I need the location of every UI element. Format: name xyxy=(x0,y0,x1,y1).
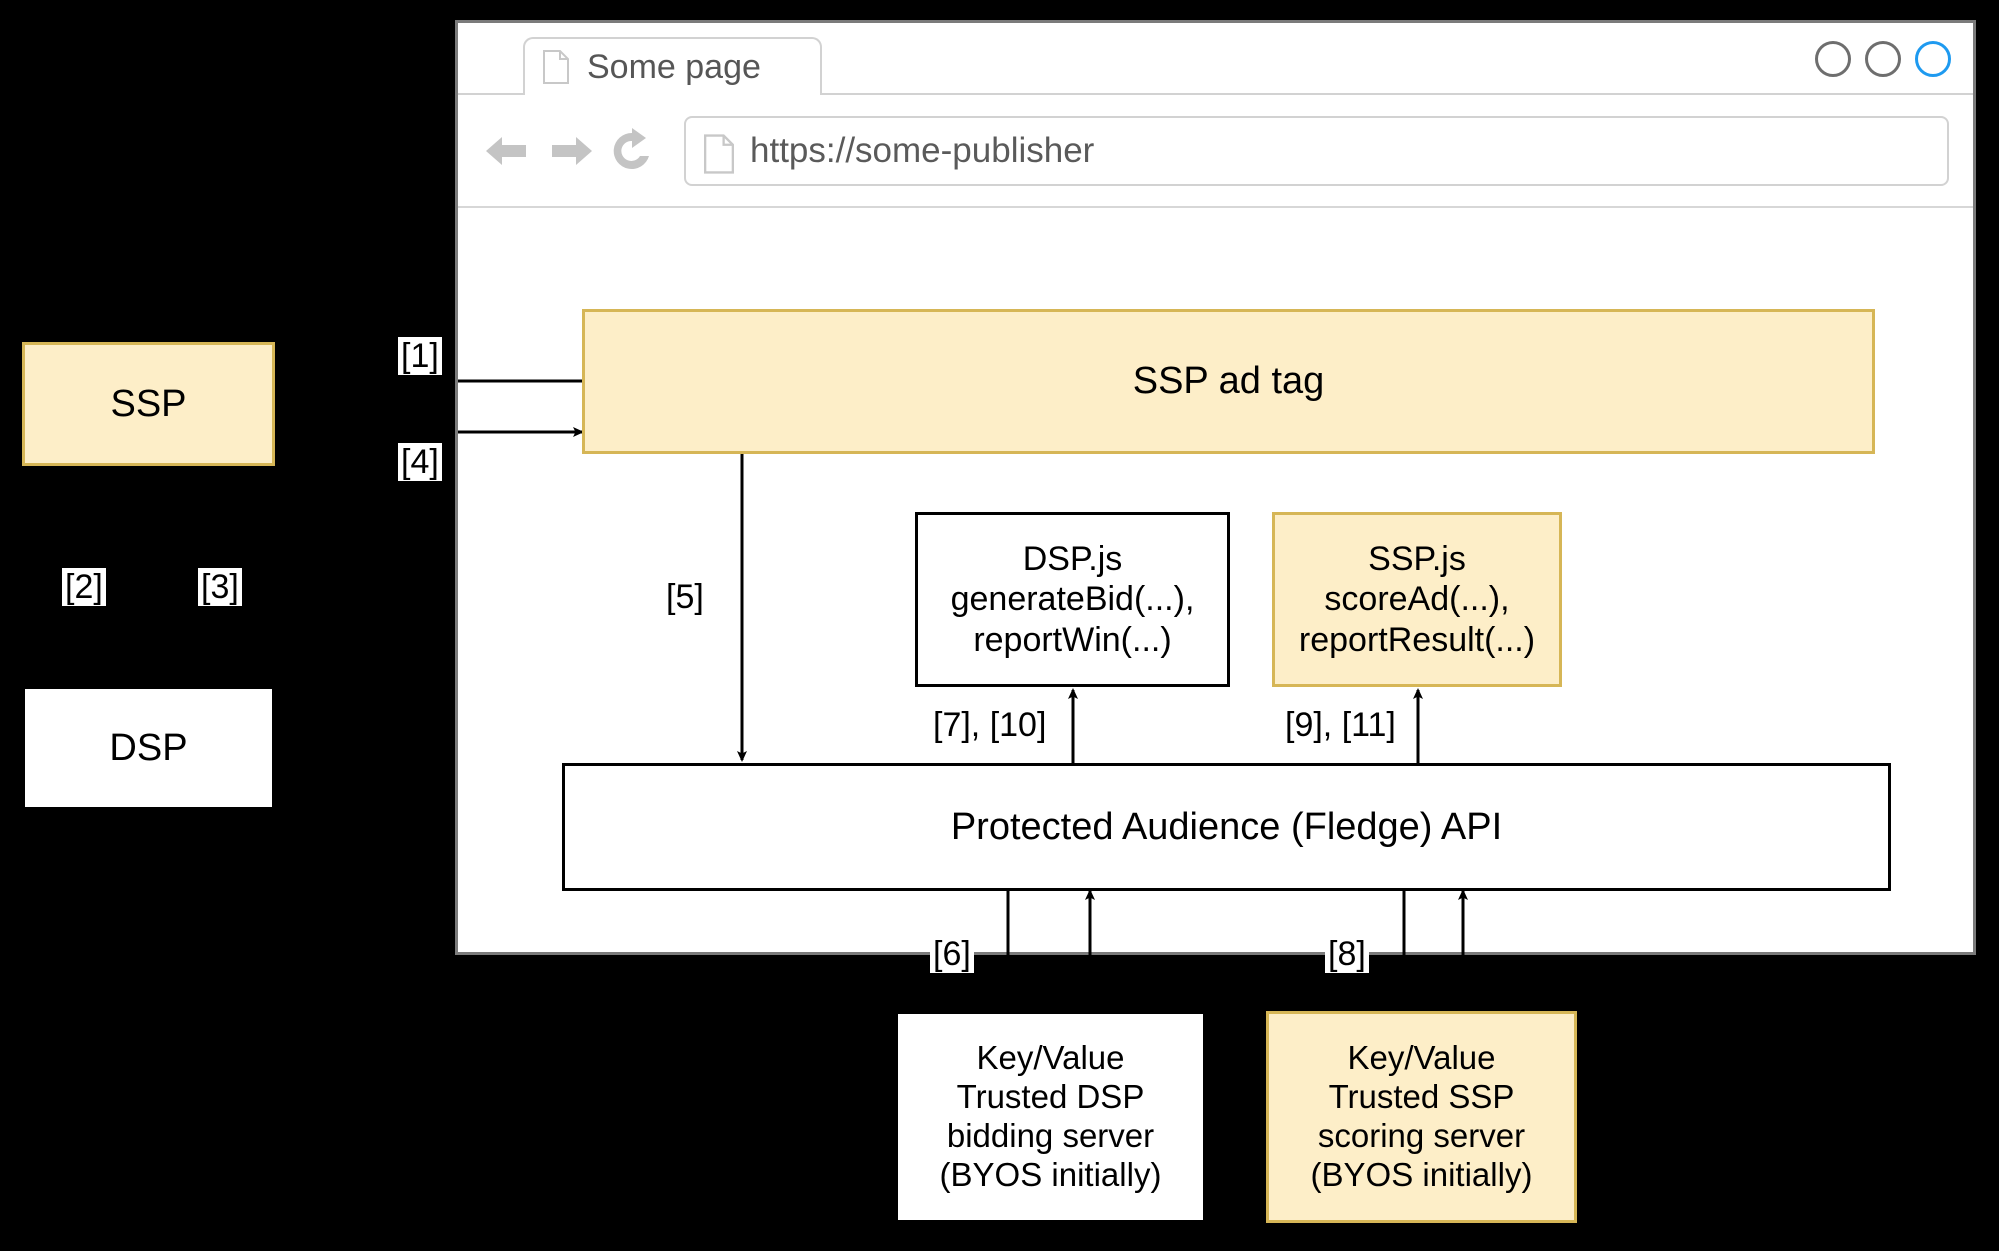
node-dsp-js-line3: reportWin(...) xyxy=(973,620,1172,659)
node-kv-dsp-line2: Trusted DSP xyxy=(956,1078,1145,1116)
window-controls xyxy=(1815,41,1951,77)
node-kv-ssp-line4: (BYOS initially) xyxy=(1310,1155,1533,1193)
node-kv-trusted-ssp-scoring-server[interactable]: Key/Value Trusted SSP scoring server (BY… xyxy=(1266,1011,1577,1223)
node-dsp-js[interactable]: DSP.js generateBid(...), reportWin(...) xyxy=(915,512,1230,687)
node-kv-dsp-line3: bidding server xyxy=(946,1117,1155,1154)
browser-url-bar[interactable]: https://some-publisher xyxy=(684,115,1949,186)
step-label-8: [8] xyxy=(1325,935,1369,973)
browser-tab-title: Some page xyxy=(587,47,761,86)
minimize-circle[interactable] xyxy=(1815,41,1851,77)
node-dsp-js-line2: generateBid(...), xyxy=(950,580,1195,619)
step-label-4: [4] xyxy=(398,443,442,481)
node-kv-ssp-line2: Trusted SSP xyxy=(1328,1078,1515,1116)
step-label-5: [5] xyxy=(663,578,707,616)
maximize-circle[interactable] xyxy=(1865,41,1901,77)
browser-toolbar: https://some-publisher xyxy=(458,95,1973,208)
node-dsp-js-line1: DSP.js xyxy=(1022,540,1123,579)
node-protected-audience-api-label: Protected Audience (Fledge) API xyxy=(950,805,1503,848)
step-label-9-11: [9], [11] xyxy=(1282,706,1399,744)
node-kv-dsp-line1: Key/Value xyxy=(976,1039,1125,1077)
page-icon xyxy=(704,133,734,174)
node-ssp-js-line3: reportResult(...) xyxy=(1298,620,1536,659)
reload-icon[interactable] xyxy=(604,123,660,179)
url-text: https://some-publisher xyxy=(750,130,1095,170)
node-ssp[interactable]: SSP xyxy=(22,342,275,466)
browser-tab-some-page[interactable]: Some page xyxy=(523,37,822,95)
node-ssp-js[interactable]: SSP.js scoreAd(...), reportResult(...) xyxy=(1272,512,1562,687)
node-kv-ssp-line3: scoring server xyxy=(1317,1117,1526,1154)
forward-arrow-icon[interactable] xyxy=(542,123,598,179)
node-dsp[interactable]: DSP xyxy=(22,686,275,810)
back-arrow-icon[interactable] xyxy=(480,123,536,179)
step-label-1: [1] xyxy=(398,337,442,375)
close-circle[interactable] xyxy=(1915,41,1951,77)
node-kv-ssp-line1: Key/Value xyxy=(1347,1039,1496,1077)
node-kv-trusted-dsp-bidding-server[interactable]: Key/Value Trusted DSP bidding server (BY… xyxy=(895,1011,1206,1223)
step-label-6: [6] xyxy=(930,935,974,973)
page-icon xyxy=(543,50,569,84)
node-ssp-js-line2: scoreAd(...), xyxy=(1324,580,1510,619)
node-kv-dsp-line4: (BYOS initially) xyxy=(939,1155,1162,1193)
step-label-2: [2] xyxy=(62,568,106,606)
step-label-7-10: [7], [10] xyxy=(930,706,1050,744)
node-ssp-label: SSP xyxy=(110,382,187,425)
browser-tabstrip: Some page xyxy=(458,23,1973,95)
node-protected-audience-api[interactable]: Protected Audience (Fledge) API xyxy=(562,763,1891,891)
node-dsp-label: DSP xyxy=(109,726,188,769)
node-ssp-ad-tag-label: SSP ad tag xyxy=(1132,360,1325,403)
step-label-3: [3] xyxy=(198,568,242,606)
node-ssp-ad-tag[interactable]: SSP ad tag xyxy=(582,309,1875,454)
node-ssp-js-line1: SSP.js xyxy=(1368,540,1466,579)
